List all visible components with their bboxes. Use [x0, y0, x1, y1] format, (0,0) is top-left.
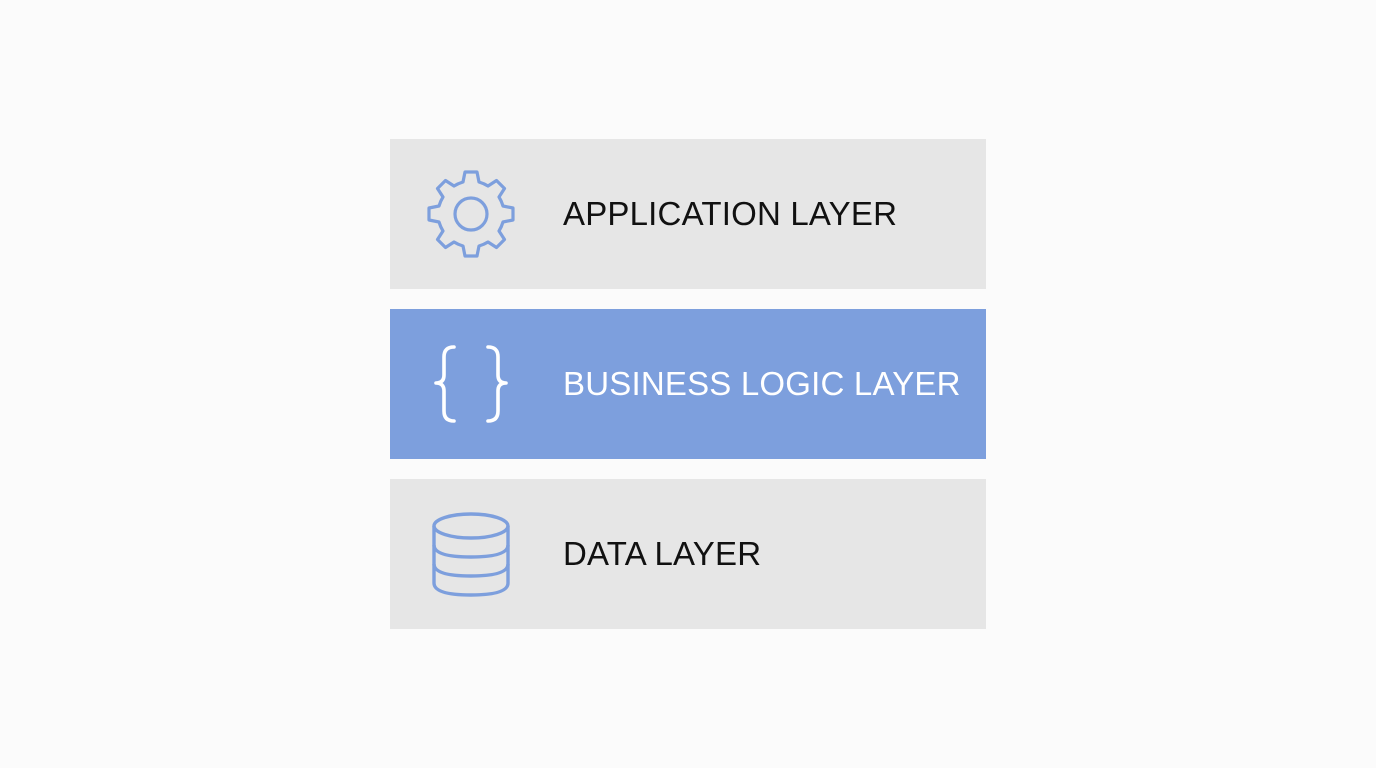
gear-icon [427, 170, 515, 258]
application-layer: APPLICATION LAYER [390, 139, 986, 289]
layer-label: DATA LAYER [563, 535, 762, 572]
business-logic-layer: BUSINESS LOGIC LAYER [390, 309, 986, 459]
layer-stack: APPLICATION LAYER BUSINESS LOGIC LAYER D… [390, 139, 986, 649]
curly-braces-icon [434, 345, 508, 423]
layer-label: BUSINESS LOGIC LAYER [563, 365, 961, 402]
database-icon [432, 512, 510, 597]
data-layer: DATA LAYER [390, 479, 986, 629]
layer-label: APPLICATION LAYER [563, 195, 898, 232]
